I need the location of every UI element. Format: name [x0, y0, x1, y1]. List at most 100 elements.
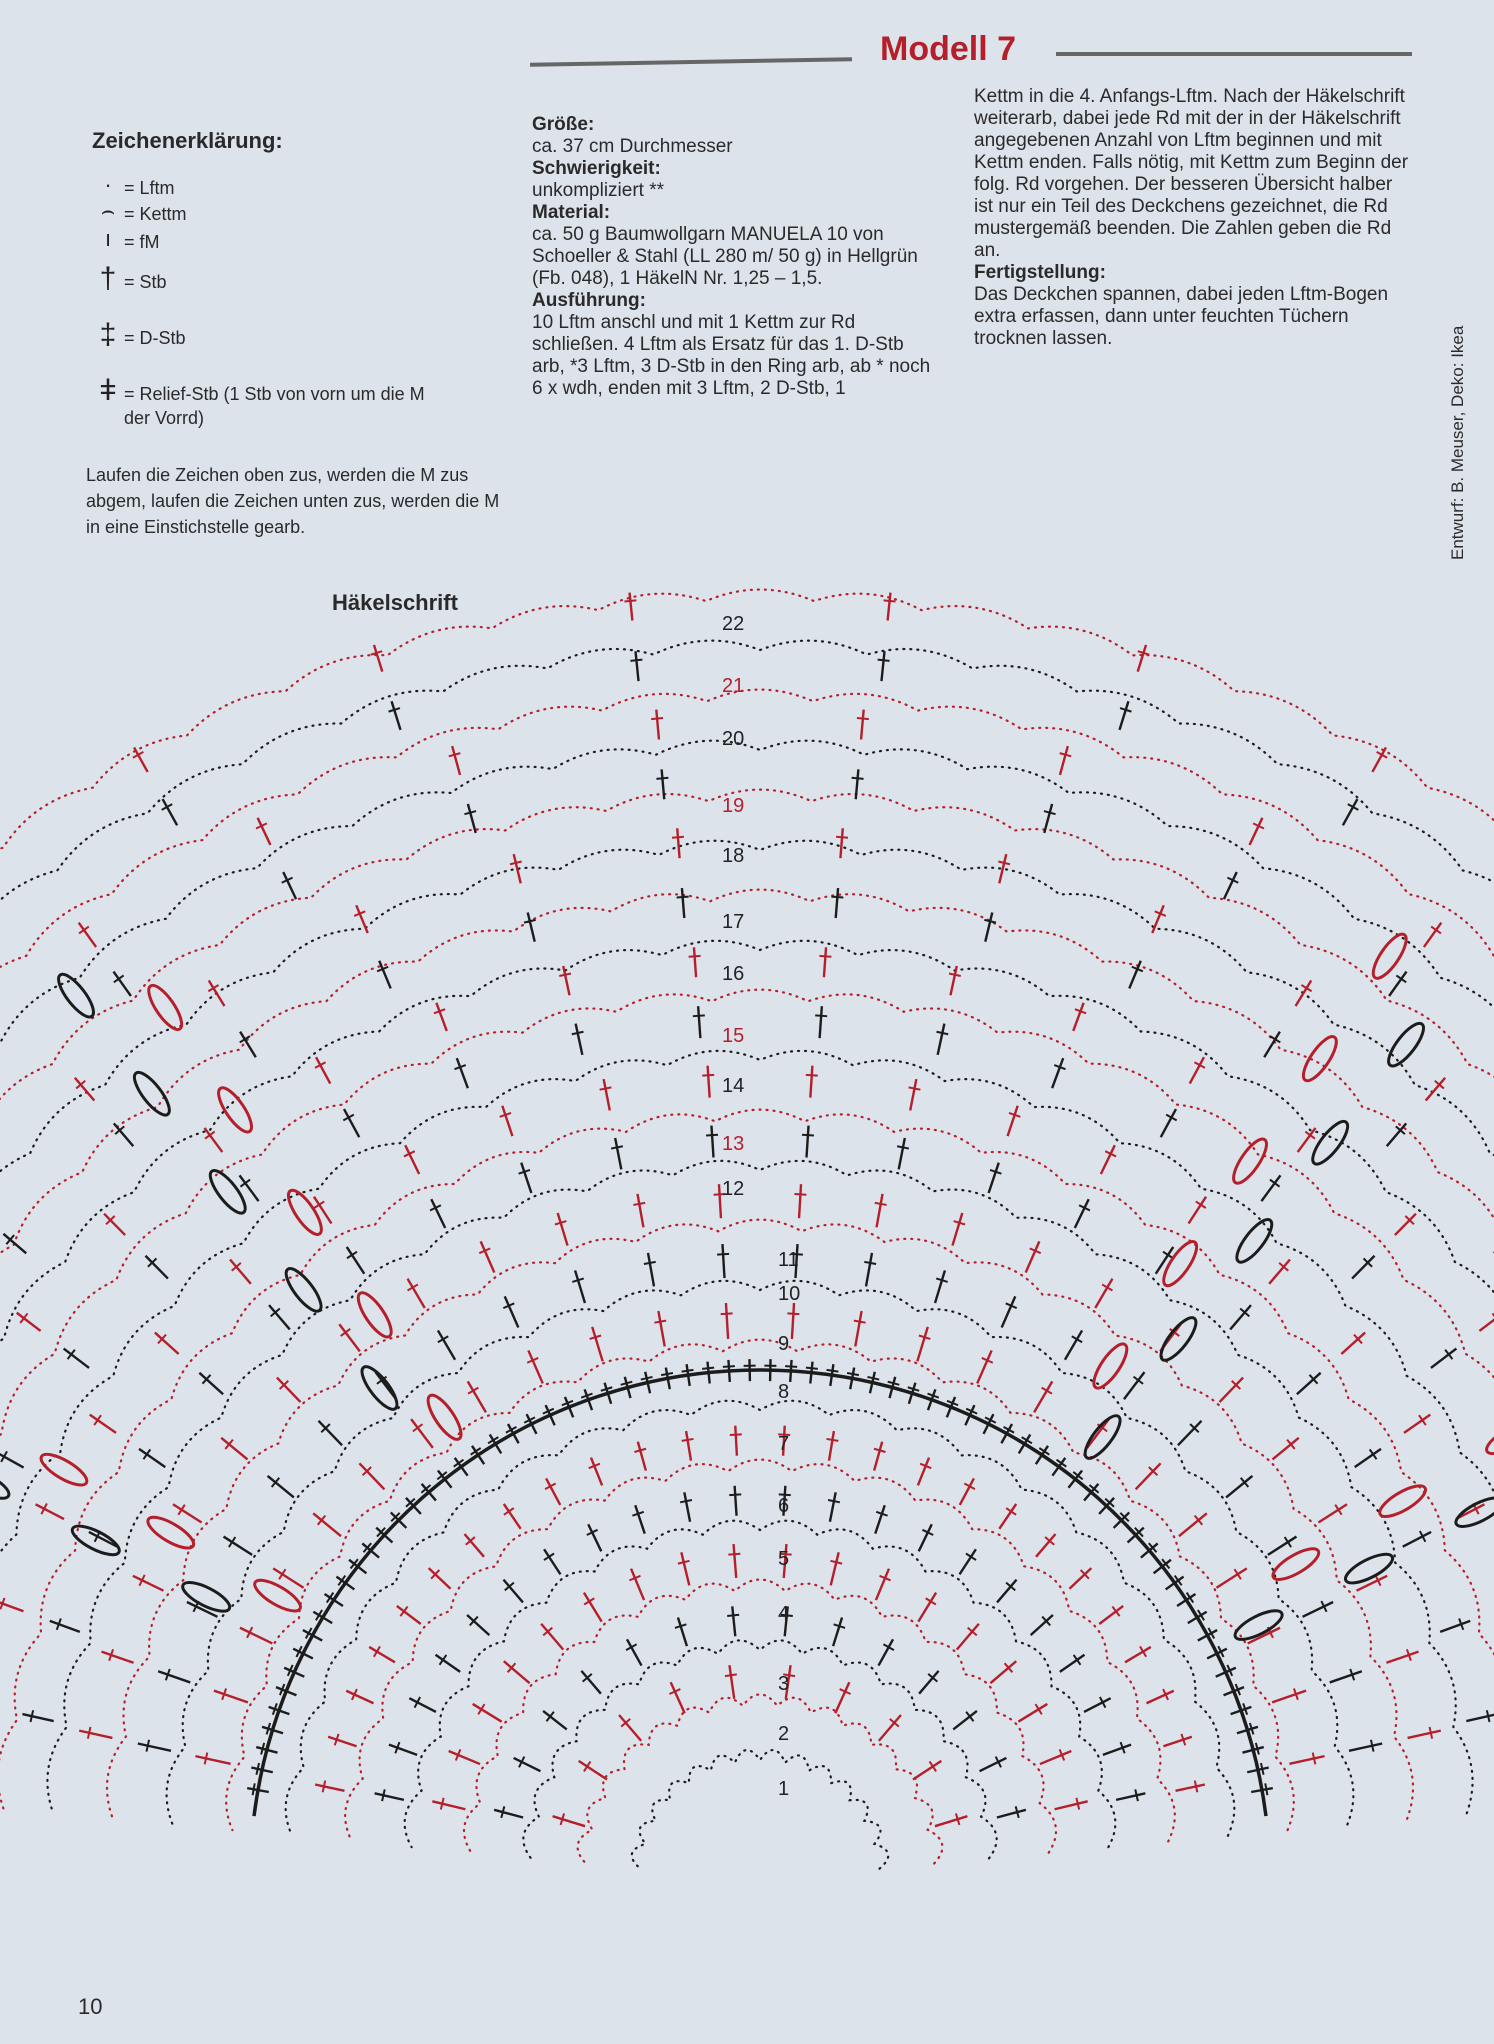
stitch-mark: [88, 1530, 118, 1548]
stitch-crossbar: [351, 1688, 358, 1701]
stitch-crossbar: [561, 1399, 574, 1407]
stitch-mark: [552, 1815, 586, 1828]
stitch-crossbar: [239, 1035, 251, 1044]
stitch-crossbar: [1349, 1668, 1356, 1681]
stitch-mark: [427, 1567, 452, 1590]
stitch-crossbar: [819, 954, 832, 958]
stitch-crossbar: [132, 751, 144, 759]
bobble-leaf: [0, 1468, 11, 1500]
stitch-mark: [1145, 1689, 1175, 1705]
stitch-mark: [112, 1122, 135, 1147]
stitch-mark: [733, 1485, 738, 1516]
stitch-mark: [781, 1425, 786, 1456]
stitch-mark: [132, 1574, 164, 1592]
stitch-crossbar: [78, 925, 90, 935]
stitch-crossbar: [864, 1260, 877, 1266]
stitch-mark: [463, 1533, 485, 1558]
stitch-mark: [1140, 1542, 1159, 1559]
bobble-leaf: [356, 1291, 393, 1339]
stitch-mark: [1000, 1423, 1014, 1444]
stitch-mark: [1430, 1347, 1458, 1369]
stitch-mark: [1115, 1792, 1146, 1802]
stitch-mark: [917, 1523, 933, 1552]
stitch-mark: [603, 1382, 613, 1405]
stitch-mark: [1250, 1786, 1274, 1794]
stitch-crossbar: [376, 965, 389, 973]
stitch-crossbar: [1161, 1558, 1171, 1570]
stitch-mark: [466, 803, 477, 834]
bobble-leaf: [181, 1581, 232, 1613]
bobble-leaf: [1371, 932, 1408, 980]
stitch-crossbar: [559, 972, 572, 977]
stitch-mark: [355, 904, 369, 934]
stitch-mark: [1230, 1705, 1252, 1716]
stitch-crossbar: [1197, 1609, 1205, 1621]
stitch-crossbar: [286, 1664, 294, 1677]
stitch-crossbar: [0, 1597, 6, 1610]
stitch-crossbar: [1234, 1683, 1242, 1696]
stitch-mark: [854, 1310, 863, 1347]
chain-stitch-icon: ·: [104, 172, 112, 197]
stitch-crossbar: [572, 1277, 585, 1283]
stitch-mark: [680, 1552, 691, 1586]
chain-arc: [0, 888, 1494, 1255]
stitch-crossbar: [965, 1407, 978, 1415]
stitch-crossbar: [867, 1375, 880, 1381]
stitch-mark: [1422, 921, 1443, 948]
stitch-crossbar: [1269, 1178, 1281, 1188]
stitch-mark: [338, 1323, 361, 1353]
bobble-leaf: [284, 1267, 323, 1313]
stitch-crossbar: [1165, 1113, 1178, 1122]
bobble-leaf: [70, 1524, 121, 1557]
stitch-crossbar: [1005, 1581, 1016, 1592]
stitch-crossbar: [1029, 1247, 1042, 1255]
stitch-mark: [728, 1664, 736, 1699]
stitch-mark: [268, 1705, 290, 1716]
stitch-mark: [312, 1196, 333, 1225]
stitch-crossbar: [671, 835, 684, 839]
bobble-leaf: [1235, 1218, 1274, 1264]
stitch-mark: [502, 1660, 531, 1685]
stitch-crossbar: [271, 1703, 278, 1716]
chain-arc: [0, 939, 1494, 1343]
stitch-crossbar: [543, 1552, 555, 1561]
stitch-mark: [1163, 1735, 1193, 1748]
stitch-crossbar: [454, 1749, 462, 1761]
stitch-mark: [827, 1430, 836, 1461]
stitch-mark: [916, 1457, 931, 1486]
single-crochet-icon: ı: [104, 226, 112, 251]
stitch-crossbar: [656, 776, 669, 780]
round-number-label: 11: [778, 1249, 799, 1271]
stitch-mark: [292, 1647, 314, 1660]
stitch-crossbar: [239, 1178, 251, 1188]
stitch-mark: [374, 1792, 405, 1802]
stitch-crossbar: [438, 1654, 448, 1666]
stitch-mark: [195, 1754, 231, 1766]
stitch-crossbar: [93, 1414, 102, 1426]
stitch-mark: [984, 912, 994, 942]
stitch-mark: [198, 1371, 224, 1396]
stitch-crossbar: [278, 1683, 286, 1696]
round-number-label: 18: [722, 845, 744, 867]
stitch-mark: [721, 1244, 726, 1279]
stitch-mark: [1197, 1628, 1218, 1642]
size-label: Größe:: [532, 114, 595, 135]
bobble-leaf: [253, 1578, 302, 1613]
bobble-leaf: [217, 1086, 253, 1134]
chain-arc: [165, 1279, 1355, 1826]
round-number-label: 6: [778, 1495, 789, 1517]
stitch-crossbar: [381, 1789, 386, 1802]
stitch-mark: [213, 1689, 249, 1704]
stitch-crossbar: [925, 1597, 937, 1606]
stitch-mark: [926, 1389, 937, 1411]
stitch-mark: [958, 1548, 977, 1576]
stitch-mark: [1058, 745, 1069, 776]
stitch-mark: [453, 1457, 469, 1477]
stitch-mark: [1073, 1198, 1090, 1229]
stitch-mark: [655, 709, 661, 740]
stitch-crossbar: [677, 1559, 690, 1565]
stitch-mark: [1136, 644, 1148, 673]
chain-arc: [522, 1639, 998, 1860]
stitch-crossbar: [399, 1605, 409, 1617]
stitch-crossbar: [1148, 1542, 1158, 1553]
